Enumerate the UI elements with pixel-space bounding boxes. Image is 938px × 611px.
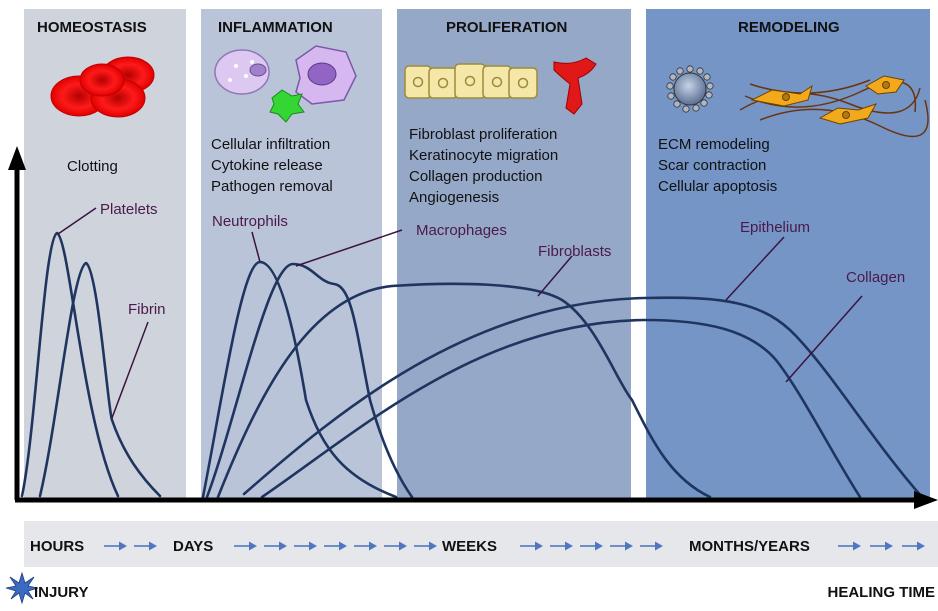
platelets-leader <box>57 207 97 235</box>
inflammation-description: Cellular infiltration Cytokine release P… <box>211 136 333 195</box>
axes <box>8 146 938 509</box>
immune-cells-icon <box>214 45 357 123</box>
timeline-label-days: DAYS <box>173 538 213 555</box>
timeline-arrow <box>264 541 287 551</box>
timeline-arrows <box>104 541 925 551</box>
timeline-label-weeks: WEEKS <box>442 538 497 555</box>
description-line: Cytokine release <box>211 157 323 174</box>
epithelium-label: Epithelium <box>740 219 810 236</box>
apoptotic-cell-icon <box>666 65 714 113</box>
neutrophils-leader <box>251 231 261 263</box>
injury-label: INJURY <box>34 584 88 601</box>
description-line: ECM remodeling <box>658 136 770 153</box>
macrophages-curve <box>205 262 414 499</box>
starburst-icon <box>5 571 39 605</box>
fibrin-label: Fibrin <box>128 301 166 318</box>
macrophages-label: Macrophages <box>416 222 507 239</box>
phase-title-remodeling: REMODELING <box>738 19 840 36</box>
description-line: Cellular apoptosis <box>658 178 777 195</box>
epithelium-curve <box>242 296 924 499</box>
phase-title-inflammation: INFLAMMATION <box>218 19 333 36</box>
timeline-arrow <box>520 541 543 551</box>
timeline-arrow <box>870 541 893 551</box>
timeline-arrow <box>354 541 377 551</box>
proliferation-description: Fibroblast proliferation Keratinocyte mi… <box>409 126 558 206</box>
red-blood-cells-icon <box>50 56 155 118</box>
description-line: Clotting <box>67 158 118 175</box>
timeline-band <box>24 521 938 567</box>
macrophages-leader <box>295 229 403 267</box>
healing-time-label: HEALING TIME <box>828 584 936 601</box>
epithelium-leader <box>725 236 785 301</box>
timeline-arrow <box>902 541 925 551</box>
fibroblasts-curve <box>216 282 712 499</box>
platelets-label: Platelets <box>100 201 158 218</box>
collagen-label: Collagen <box>846 269 905 286</box>
timeline-arrow <box>580 541 603 551</box>
description-line: Collagen production <box>409 168 542 185</box>
homeostasis-description: Clotting <box>67 158 118 175</box>
fibrin-curve <box>38 261 162 498</box>
timeline-label-hours: HOURS <box>30 538 84 555</box>
collagen-curve <box>260 318 862 499</box>
collagen-leader <box>785 295 863 383</box>
timeline-label-months-years: MONTHS/YEARS <box>689 538 810 555</box>
phase-title-proliferation: PROLIFERATION <box>446 19 567 36</box>
description-line: Angiogenesis <box>409 189 499 206</box>
timeline-arrow <box>324 541 347 551</box>
remodeling-description: ECM remodeling Scar contraction Cellular… <box>658 136 777 195</box>
description-line: Fibroblast proliferation <box>409 126 557 143</box>
timeline-arrow <box>134 541 157 551</box>
blood-vessel-icon <box>553 57 597 115</box>
timeline-arrow <box>294 541 317 551</box>
description-line: Pathogen removal <box>211 178 333 195</box>
description-line: Scar contraction <box>658 157 766 174</box>
fibroblasts-label: Fibroblasts <box>538 243 611 260</box>
description-line: Cellular infiltration <box>211 136 330 153</box>
timeline-arrow <box>414 541 437 551</box>
description-line: Keratinocyte migration <box>409 147 558 164</box>
fibrin-leader <box>111 321 149 419</box>
timeline-arrow <box>234 541 257 551</box>
timeline-arrow <box>610 541 633 551</box>
fibroblasts-leader <box>537 255 573 297</box>
timeline-arrow <box>384 541 407 551</box>
timeline-arrow <box>640 541 663 551</box>
neutrophils-label: Neutrophils <box>212 213 288 230</box>
timeline-arrow <box>838 541 861 551</box>
phase-title-homeostasis: HOMEOSTASIS <box>37 19 147 36</box>
timeline-arrow <box>550 541 573 551</box>
ecm-fibroblasts-icon <box>739 75 929 138</box>
timeline-arrow <box>104 541 127 551</box>
platelets-curve <box>20 231 120 498</box>
keratinocytes-icon <box>404 63 538 99</box>
